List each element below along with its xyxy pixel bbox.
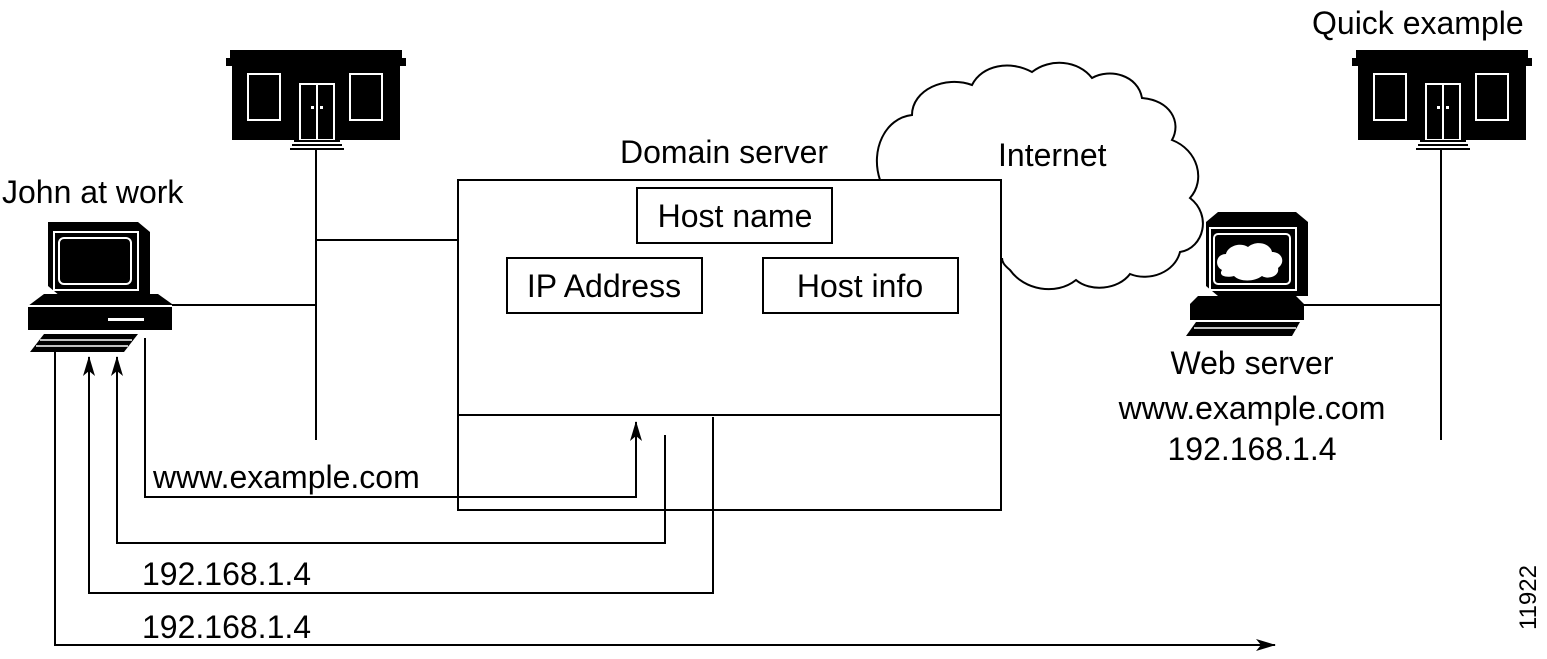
domain-server-box bbox=[457, 179, 1002, 511]
reply-arrow-2 bbox=[83, 356, 714, 594]
connect-arrow bbox=[54, 352, 1276, 651]
figure-number: 11922 bbox=[1515, 565, 1542, 630]
dns-flow-arrows bbox=[54, 338, 1276, 651]
computer-icon bbox=[28, 222, 172, 352]
host-info-label: Host info bbox=[797, 268, 923, 304]
network-lines bbox=[172, 150, 1442, 440]
building-icon bbox=[226, 50, 406, 150]
reply-ip-label-2: 192.168.1.4 bbox=[142, 609, 311, 645]
web-server-computer-icon bbox=[1186, 212, 1308, 336]
host-name-label: Host name bbox=[658, 198, 813, 234]
host-info-field bbox=[762, 257, 959, 314]
internet-label: Internet bbox=[998, 137, 1107, 173]
web-server-label: Web server bbox=[1170, 345, 1333, 381]
host-name-field bbox=[636, 187, 833, 244]
reply-ip-label-1: 192.168.1.4 bbox=[142, 556, 311, 592]
domain-server-label: Domain server bbox=[620, 134, 828, 170]
query-host-label: www.example.com bbox=[152, 459, 420, 495]
cloud-icon bbox=[875, 61, 1204, 291]
web-server-host-label: www.example.com bbox=[1118, 390, 1386, 426]
ip-address-label: IP Address bbox=[527, 268, 681, 304]
john-label: John at work bbox=[2, 174, 184, 210]
building-icon bbox=[1352, 50, 1532, 150]
quick-example-label: Quick example bbox=[1312, 5, 1524, 41]
query-arrow bbox=[144, 338, 642, 498]
web-server-ip-label: 192.168.1.4 bbox=[1167, 431, 1336, 467]
ip-address-field bbox=[506, 257, 703, 314]
reply-arrow-1 bbox=[111, 356, 666, 544]
